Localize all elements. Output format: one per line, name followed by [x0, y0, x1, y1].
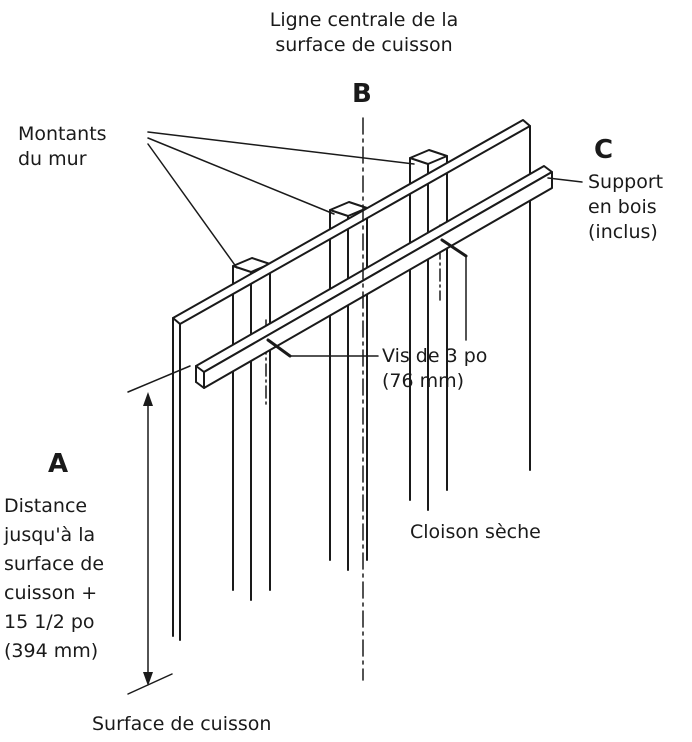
wood-support-label: Support en bois (inclus) [588, 171, 664, 243]
wall-studs-label: Montants du mur [18, 123, 107, 170]
wood-support [195, 165, 553, 389]
wall-stud-middle [329, 201, 368, 571]
screws-label: Vis de 3 po (76 mm) [382, 345, 488, 392]
letter-b: B [352, 79, 372, 109]
screw-left [266, 338, 292, 358]
distance-label: Distance jusqu'à la surface de cuisson +… [4, 495, 105, 662]
drywall-panel [172, 119, 531, 641]
leader-support [547, 177, 583, 183]
letter-c: C [594, 135, 614, 165]
dimension-a [127, 365, 191, 695]
wall-stud-right [409, 149, 448, 511]
centerline-label: Ligne centrale de la surface de cuisson [269, 9, 459, 56]
drywall-label: Cloison sèche [410, 521, 541, 543]
wall-stud-left [232, 257, 271, 601]
leader-stud-middle [147, 137, 335, 215]
screw-right [440, 238, 468, 258]
cooking-surface-label: Surface de cuisson [92, 713, 272, 735]
dimension-arrow-bottom [143, 672, 153, 686]
leader-stud-left [147, 143, 238, 269]
letter-a: A [48, 449, 69, 479]
dimension-arrow-top [143, 392, 153, 406]
leader-stud-right [147, 131, 415, 165]
